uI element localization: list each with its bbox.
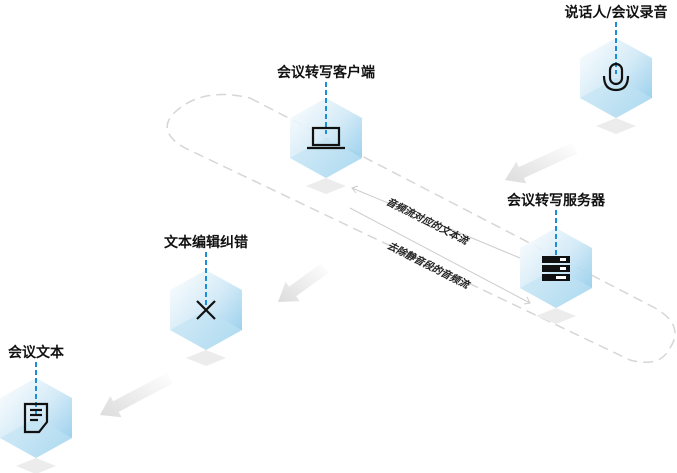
dashed-boundary	[166, 93, 676, 363]
editor-node	[170, 252, 242, 366]
client-node	[290, 82, 362, 194]
close-x-icon	[196, 300, 216, 320]
shadow	[536, 308, 576, 324]
client-label: 会议转写客户端	[277, 65, 375, 81]
shadow	[186, 350, 226, 366]
server-label: 会议转写服务器	[507, 193, 605, 209]
text-label: 会议文本	[8, 345, 64, 361]
shadow	[596, 118, 636, 134]
text-node	[0, 362, 72, 473]
speaker-label: 说话人/会议录音	[564, 5, 668, 21]
big-arrow	[278, 263, 329, 302]
big-arrow	[505, 142, 578, 184]
flow-arrow-to-client	[351, 185, 521, 259]
document-icon	[23, 402, 49, 434]
shadow	[306, 178, 346, 194]
speaker-node	[580, 22, 652, 134]
big-arrow	[100, 372, 173, 418]
flow-arrow-to-server	[349, 207, 531, 305]
process-arrows	[100, 142, 578, 418]
server-icon	[542, 256, 570, 281]
laptop-icon	[307, 126, 345, 150]
shadow	[16, 458, 56, 473]
microphone-icon	[602, 62, 630, 92]
editor-label: 文本编辑纠错	[164, 235, 248, 251]
server-node	[520, 210, 592, 324]
